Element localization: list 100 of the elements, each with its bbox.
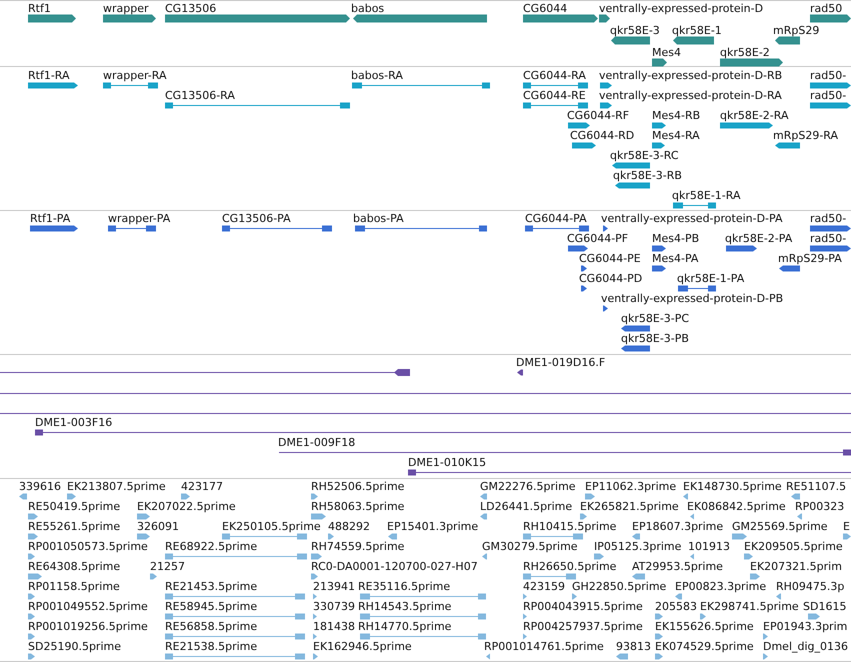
feature-label: ventrally-expressed-protein-D-RB — [599, 69, 782, 82]
feature-label: EK298741.5prime — [700, 600, 799, 613]
feature-label: RP001019256.5prime — [28, 620, 148, 633]
feature-label: qkr58E-2 — [720, 46, 770, 59]
feature-label: CG6044-PA — [525, 212, 587, 225]
feature-label: Mes4-PB — [652, 232, 700, 245]
feature-label: 488292 — [328, 520, 370, 533]
feature-label: 423159 — [523, 580, 565, 593]
feature-label: CG6044-PF — [567, 232, 628, 245]
feature-label: RE50419.5prime — [28, 500, 120, 513]
feature-label: CG13506 — [165, 2, 216, 15]
feature-label: RP001014761.5prime — [484, 640, 604, 653]
feature-label: EK162946.5prime — [313, 640, 412, 653]
feature-label: ventrally-expressed-protein-D — [599, 2, 764, 15]
feature-label: DME1-019D16.F — [516, 356, 606, 369]
feature-label: wrapper-PA — [108, 212, 170, 225]
feature-label: 330739 — [313, 600, 355, 613]
feature-label: CG6044-PD — [579, 272, 642, 285]
feature-label: EK148730.5prime — [683, 480, 782, 493]
feature-label: RP004257937.5prime — [523, 620, 643, 633]
feature-label: EK209505.5prime — [744, 540, 843, 553]
feature-label: EK074529.5prime — [655, 640, 754, 653]
feature-label: rad50- — [810, 89, 846, 102]
feature-label: RP01158.5prime — [28, 580, 120, 593]
feature-label: 205583 — [655, 600, 697, 613]
feature-label: mRpS29-PA — [778, 252, 842, 265]
feature-label: ventrally-expressed-protein-D-RA — [599, 89, 782, 102]
feature-label: 213941 — [313, 580, 355, 593]
feature-label: GM30279.5prime — [482, 540, 578, 553]
feature-label: DME1-003F16 — [35, 416, 112, 429]
feature-label: Dmel_dig_0136 — [763, 640, 848, 653]
feature-label: EP15401.3prime — [387, 520, 478, 533]
feature-label: Rtf1 — [28, 2, 51, 15]
feature-label: 101913 — [688, 540, 730, 553]
feature-label: CG6044-RA — [523, 69, 586, 82]
feature-label: 326091 — [137, 520, 179, 533]
feature-label: CG6044-PE — [579, 252, 641, 265]
feature-label: qkr58E-1-RA — [672, 189, 740, 202]
feature-label: qkr58E-1 — [672, 24, 722, 37]
feature-label: RH74559.5prime — [311, 540, 404, 553]
feature-label: GH22850.5prime — [572, 580, 666, 593]
feature-label: IP05125.3prime — [594, 540, 682, 553]
feature-label: RH14543.5prime — [358, 600, 452, 613]
feature-label: AT29953.5prime — [632, 560, 723, 573]
feature-label: EK086842.5prime — [687, 500, 786, 513]
feature-label: RC0-DA0001-120700-027-H07 — [311, 560, 478, 573]
feature-label: babos — [351, 2, 384, 15]
feature-label: Mes4-RB — [652, 109, 700, 122]
feature-label: EP11062.3prime — [585, 480, 676, 493]
feature-label: DME1-010K15 — [408, 456, 486, 469]
feature-label: EK265821.5prime — [580, 500, 679, 513]
feature-label: RH52506.5prime — [311, 480, 404, 493]
feature-label: RH26650.5prime — [523, 560, 616, 573]
feature-label: RE35116.5prime — [358, 580, 450, 593]
feature-label: babos-RA — [351, 69, 403, 82]
feature-label: RE68922.5prime — [165, 540, 258, 553]
feature-label: Rtf1-PA — [30, 212, 70, 225]
feature-label: EK155626.5prime — [655, 620, 754, 633]
feature-label: qkr58E-1-PA — [677, 272, 744, 285]
feature-label: mRpS29 — [773, 24, 820, 37]
feature-label: EP00823.3prime — [675, 580, 766, 593]
feature-label: 181438 — [313, 620, 355, 633]
feature-label: RE64308.5prime — [28, 560, 120, 573]
feature-label: qkr58E-3 — [610, 24, 660, 37]
feature-label: RE21453.5prime — [165, 580, 258, 593]
feature-label: RP004043915.5prime — [523, 600, 643, 613]
feature-label: EP01943.3prim — [763, 620, 848, 633]
feature-label: GM25569.5prime — [732, 520, 828, 533]
feature-label: EP18607.3prime — [632, 520, 724, 533]
feature-label: SD1615 — [803, 600, 846, 613]
feature-label: RP001049552.5prime — [28, 600, 148, 613]
feature-label: RE21538.5prime — [165, 640, 258, 653]
feature-label: CG6044 — [523, 2, 568, 15]
feature-label: Mes4 — [652, 46, 681, 59]
feature-label: RE56858.5prime — [165, 620, 258, 633]
feature-label: CG6044-RF — [567, 109, 630, 122]
feature-label: rad50- — [810, 232, 846, 245]
feature-label: qkr58E-3-RB — [613, 169, 682, 182]
feature-label: 423177 — [181, 480, 223, 493]
feature-label: Mes4-RA — [652, 129, 700, 142]
feature-label: qkr58E-3-PC — [621, 312, 690, 325]
feature-label: EK213807.5prime — [67, 480, 166, 493]
feature-label: RH58063.5prime — [311, 500, 404, 513]
feature-label: rad50 — [810, 2, 842, 15]
feature-label: RH10415.5prime — [523, 520, 616, 533]
feature-label: rad50- — [810, 212, 846, 225]
feature-label: qkr58E-3-RC — [610, 149, 679, 162]
feature-label: RE55261.5prime — [28, 520, 120, 533]
feature-label: ventrally-expressed-protein-D-PA — [601, 212, 782, 225]
feature-label: LD26441.5prime — [480, 500, 572, 513]
feature-label: GM22276.5prime — [480, 480, 576, 493]
feature-label: RH09475.3p — [776, 580, 844, 593]
feature-label: Mes4-PA — [652, 252, 698, 265]
feature-label: EK207022.5prime — [137, 500, 236, 513]
feature-label: RE58945.5prime — [165, 600, 258, 613]
feature-label: 93813 — [616, 640, 651, 653]
feature-label: RH14770.5prime — [358, 620, 452, 633]
feature-label: wrapper — [103, 2, 149, 15]
feature-label: CG13506-PA — [222, 212, 291, 225]
feature-label: CG6044-RD — [570, 129, 634, 142]
